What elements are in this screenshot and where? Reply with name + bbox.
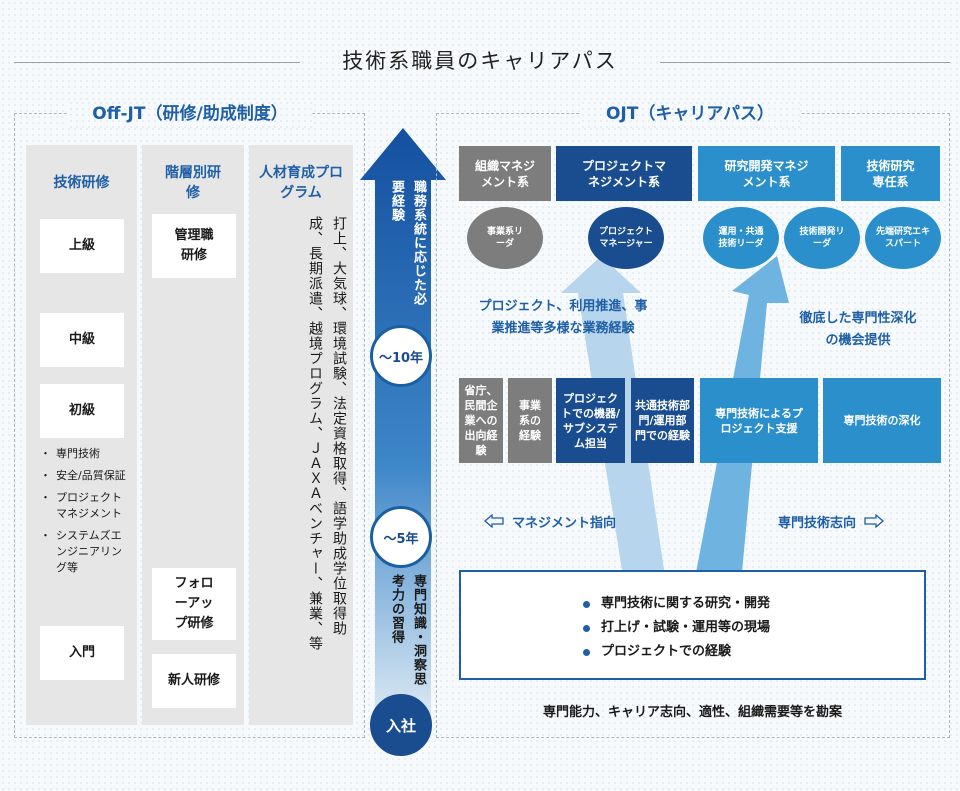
foundation-list: 専門技術に関する研究・開発 打上げ・試験・運用等の現場 プロジェクトでの経験 xyxy=(579,592,924,664)
exp-business: 事業系の経験 xyxy=(508,378,552,463)
hr-program-column xyxy=(249,145,353,725)
exp-tech-project-support: 専門技術によるプロジェクト支援 xyxy=(700,378,818,463)
exp-common-tech-ops: 共通技術部門/運用部門での経験 xyxy=(631,378,694,463)
ojt-heading: OJT（キャリアパス） xyxy=(580,100,800,128)
category-org-management: 組織マネジメント系 xyxy=(459,146,551,201)
management-direction-label: マネジメント指向 xyxy=(512,515,617,531)
foundation-box: 専門技術に関する研究・開発 打上げ・試験・運用等の現場 プロジェクトでの経験 xyxy=(459,570,926,680)
followup-training: フォローアップ研修 xyxy=(152,568,236,640)
level-intermediate: 中級 xyxy=(40,313,124,367)
milestone-entry-label: 入社 xyxy=(385,716,416,735)
role-project-manager: プロジェクトマネージャー xyxy=(588,207,664,269)
level-intro: 入門 xyxy=(40,626,124,680)
foundation-item: 打上げ・試験・運用等の現場 xyxy=(579,616,924,640)
topic-item: プロジェクトマネジメント xyxy=(40,490,130,522)
role-ops-leader: 運用・共通技術リーダ xyxy=(703,207,779,269)
specialist-direction: 専門技術志向 xyxy=(778,510,918,532)
category-project-management: プロジェクトマネジメント系 xyxy=(556,146,692,201)
topic-item: システムズエンジニアリング等 xyxy=(40,528,130,576)
role-business-leader: 事業系リーダ xyxy=(467,207,543,269)
timeline-required-experience: 職務系統に応じた必要経験 xyxy=(389,180,426,306)
rank-training-heading: 階層別研修 xyxy=(165,165,221,201)
management-direction: マネジメント指向 xyxy=(484,510,644,532)
level-advanced: 上級 xyxy=(40,219,124,273)
exp-tech-deepening: 専門技術の深化 xyxy=(823,378,941,463)
timeline-skill-acquisition: 専門知識・洞察思考力の習得 xyxy=(389,574,426,686)
timeline-arrow xyxy=(360,128,446,738)
newhire-training: 新人研修 xyxy=(152,654,236,708)
exp-secondment: 省庁、民間企業への出向経験 xyxy=(459,378,503,463)
manager-training: 管理職研修 xyxy=(152,214,236,278)
milestone-5-label: 〜5年 xyxy=(383,531,419,547)
milestone-10-label: 〜10年 xyxy=(378,350,424,366)
milestone-5-years: 〜5年 xyxy=(370,506,432,568)
management-path-description: プロジェクト、利用推進、事業推進等多様な業務経験 xyxy=(478,299,648,336)
tech-training-heading: 技術研修 xyxy=(53,175,110,191)
arrow-left-icon xyxy=(484,514,504,528)
page-title: 技術系職員のキャリアパス xyxy=(342,49,618,73)
level-beginner: 初級 xyxy=(40,384,124,438)
title-line-right xyxy=(660,62,950,63)
foundation-item: 専門技術に関する研究・開発 xyxy=(579,592,924,616)
arrow-right-icon xyxy=(864,514,885,528)
foundation-item: プロジェクトでの経験 xyxy=(579,640,924,664)
specialist-path-description: 徹底した専門性深化の機会提供 xyxy=(799,311,917,348)
hr-program-list: 打上、大気球、環境試験、法定資格取得、語学助成学位取得助成、長期派遣、越境プログ… xyxy=(307,216,347,651)
footer-note: 専門能力、キャリア志向、適性、組織需要等を勘案 xyxy=(542,705,842,720)
specialist-direction-label: 専門技術志向 xyxy=(778,515,857,531)
category-tech-research: 技術研究専任系 xyxy=(841,146,940,201)
role-advanced-expert: 先端研究エキスパート xyxy=(865,207,941,269)
role-tech-dev-leader: 技術開発リーダ xyxy=(784,207,860,269)
tech-training-topics: 専門技術 安全/品質保証 プロジェクトマネジメント システムズエンジニアリング等 xyxy=(40,446,130,582)
topic-item: 専門技術 xyxy=(40,446,130,462)
exp-project-subsystem: プロジェクトでの機器/サブシステム担当 xyxy=(556,378,625,463)
milestone-10-years: 〜10年 xyxy=(370,325,432,387)
milestone-entry: 入社 xyxy=(370,694,432,756)
category-rd-management: 研究開発マネジメント系 xyxy=(698,146,835,201)
title-line-left xyxy=(14,62,300,63)
offjt-heading: Off-JT（研修/助成制度） xyxy=(68,100,312,128)
topic-item: 安全/品質保証 xyxy=(40,468,130,484)
hr-program-heading: 人材育成プログラム xyxy=(259,165,343,201)
